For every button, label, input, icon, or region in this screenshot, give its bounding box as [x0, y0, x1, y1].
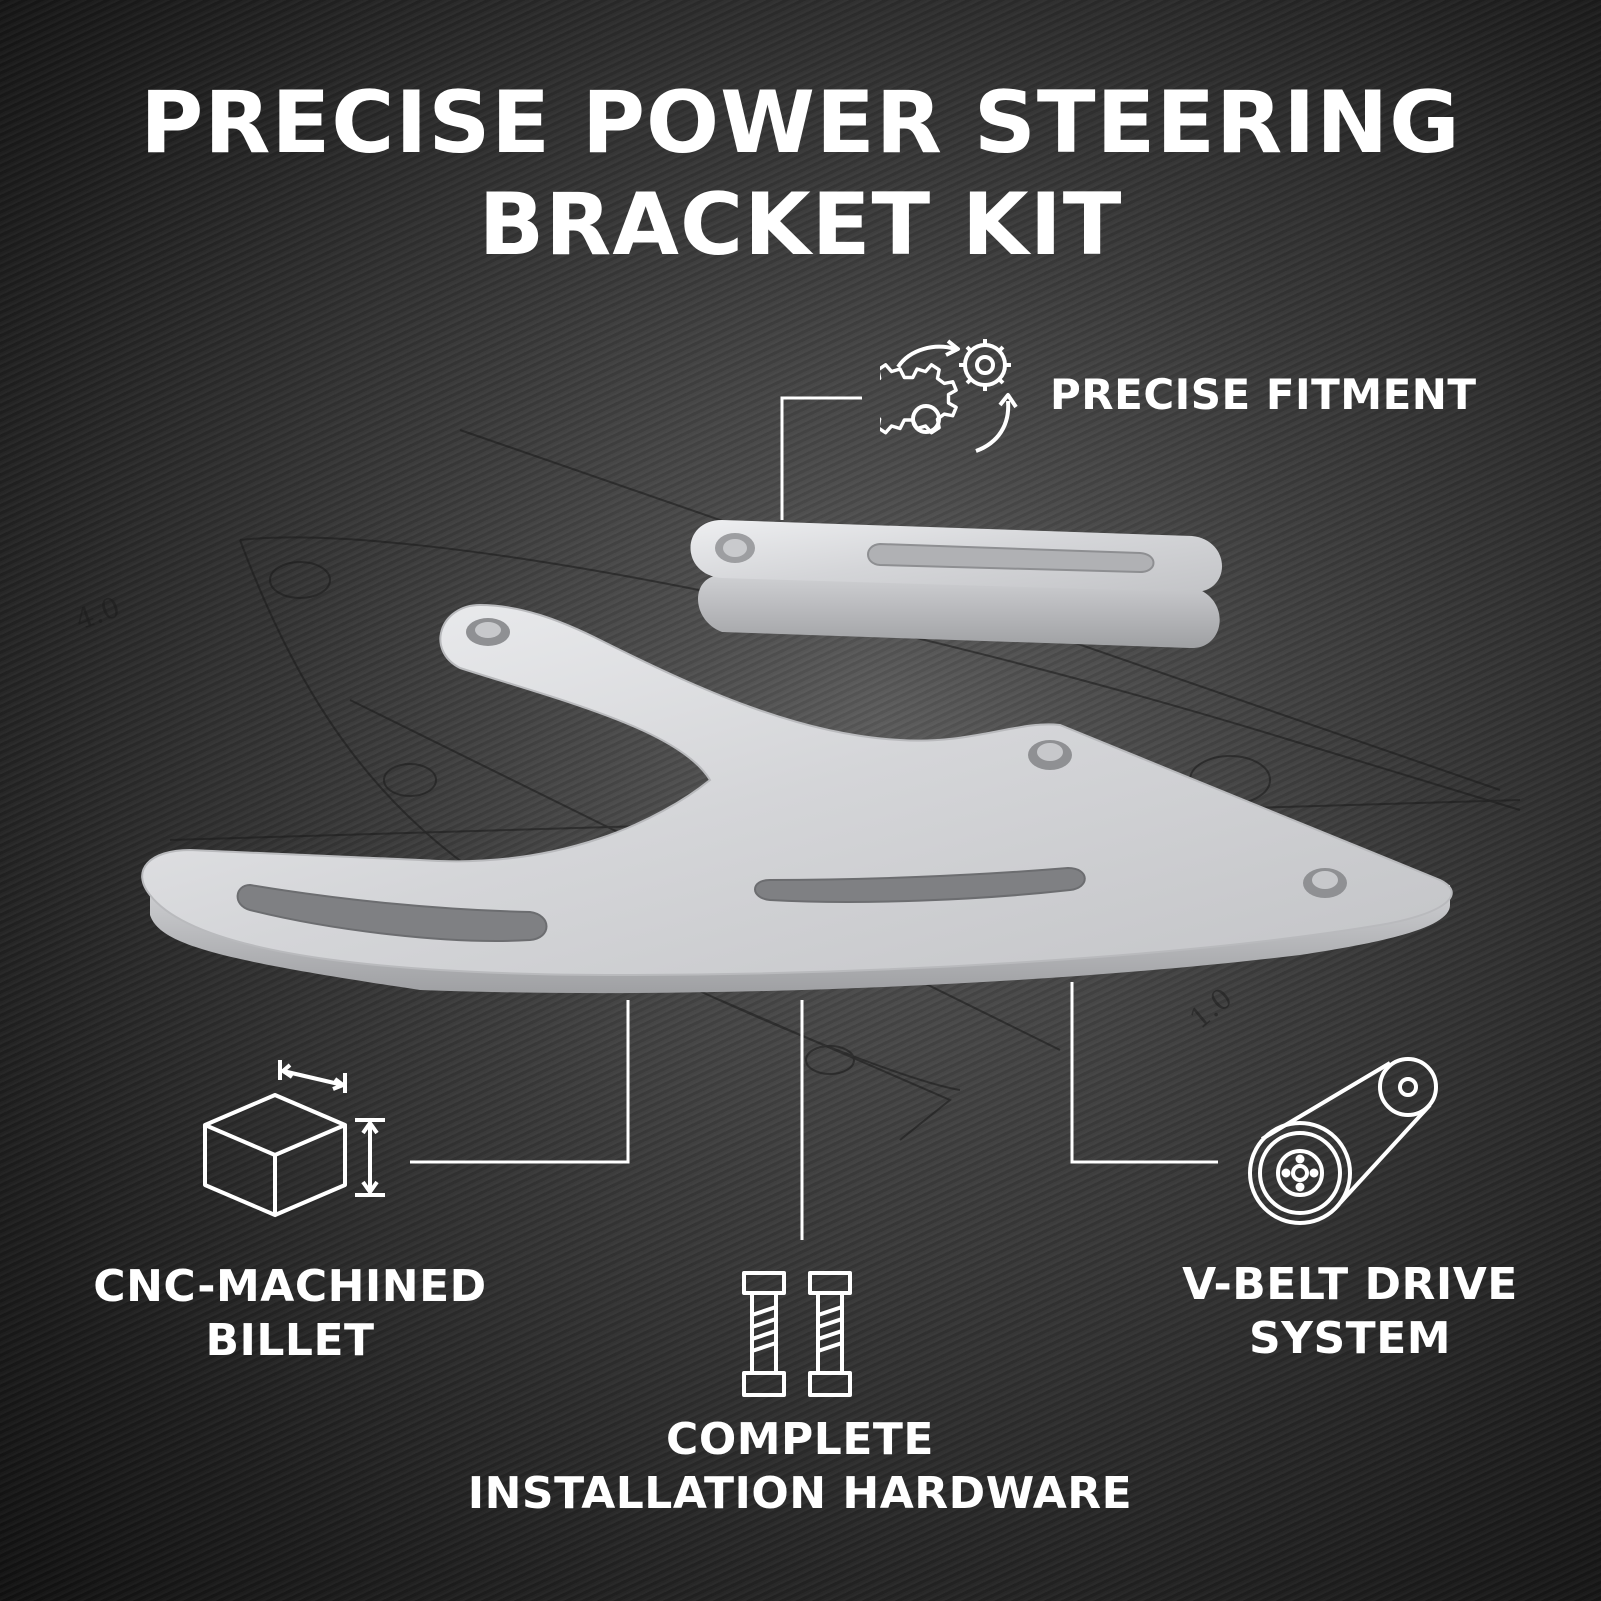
complete-hardware-label: COMPLETE INSTALLATION HARDWARE: [430, 1413, 1170, 1521]
cnc-line-1: CNC-MACHINED: [93, 1261, 487, 1312]
cnc-line-2: BILLET: [205, 1315, 375, 1366]
title-line-1: PRECISE POWER STEERING: [140, 73, 1461, 173]
hardware-line-1: COMPLETE: [666, 1414, 934, 1465]
adjuster-link-bar: [690, 520, 1222, 649]
precise-fitment-label: PRECISE FITMENT: [1050, 370, 1477, 419]
gears-rotation-icon: [880, 339, 1018, 453]
main-bracket-plate: [141, 603, 1453, 994]
vbelt-line-1: V-BELT DRIVE: [1182, 1259, 1518, 1310]
vbelt-line-2: SYSTEM: [1248, 1313, 1452, 1364]
v-belt-label: V-BELT DRIVE SYSTEM: [1140, 1258, 1560, 1366]
v-belt-pulley-icon: [1248, 1057, 1438, 1225]
hardware-line-2: INSTALLATION HARDWARE: [467, 1468, 1133, 1519]
cube-dimensions-icon: [203, 1060, 385, 1217]
bolts-icon: [742, 1271, 852, 1397]
title-line-2: BRACKET KIT: [478, 175, 1123, 275]
cnc-machined-label: CNC-MACHINED BILLET: [80, 1260, 500, 1368]
page-title: PRECISE POWER STEERING BRACKET KIT: [0, 72, 1601, 276]
